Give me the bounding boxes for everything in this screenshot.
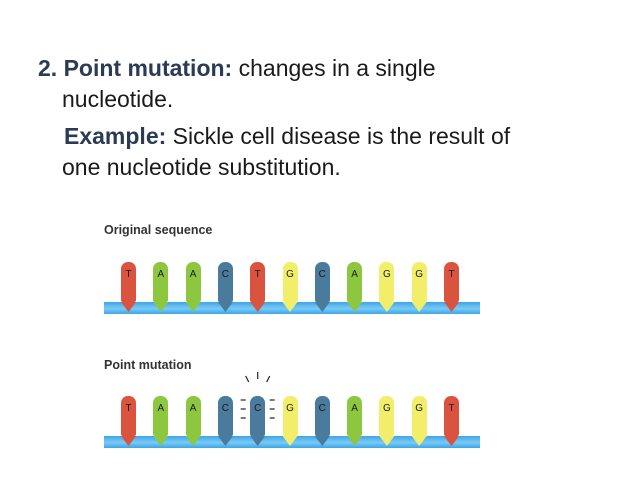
nucleotide-t: T bbox=[250, 262, 266, 312]
heading-rest: changes in a single bbox=[232, 55, 436, 81]
nucleotide-letter: T bbox=[125, 269, 132, 280]
nucleotide-tail bbox=[411, 436, 427, 446]
nucleotide-a: A bbox=[153, 396, 169, 446]
nucleotide-tail bbox=[314, 436, 330, 446]
nucleotide-g: G bbox=[411, 396, 427, 446]
nucleotide-tail bbox=[379, 436, 395, 446]
nucleotide-letter: A bbox=[157, 269, 165, 280]
nucleotide-letter: C bbox=[221, 269, 229, 280]
nucleotide-letter: G bbox=[286, 403, 294, 414]
nucleotide-letter: C bbox=[318, 403, 326, 414]
nucleotide-g: G bbox=[282, 396, 298, 446]
nucleotide-c: C bbox=[217, 396, 233, 446]
nucleotide-tail bbox=[217, 302, 233, 312]
nucleotide-tail bbox=[121, 436, 136, 446]
nucleotide-letter: T bbox=[448, 269, 455, 280]
nucleotide-letter: G bbox=[415, 403, 424, 414]
nucleotide-tail bbox=[347, 302, 363, 312]
nucleotide-c: C bbox=[314, 262, 330, 312]
nucleotide-c: C bbox=[217, 262, 233, 312]
nucleotide-letter: C bbox=[318, 269, 326, 280]
nucleotide-t: T bbox=[121, 396, 136, 446]
mutation-burst-icon bbox=[240, 372, 275, 419]
nucleotide-letter: A bbox=[157, 403, 165, 414]
nucleotide-letter: G bbox=[415, 269, 424, 280]
nucleotide-tail bbox=[185, 302, 201, 312]
nucleotide-letter: A bbox=[189, 269, 197, 280]
nucleotide-tail bbox=[282, 302, 298, 312]
nucleotide-tail bbox=[282, 436, 298, 446]
nucleotide-tail bbox=[217, 436, 233, 446]
nucleotide-a: A bbox=[153, 262, 169, 312]
nucleotide-tail bbox=[250, 302, 266, 312]
nucleotide-letter: C bbox=[221, 403, 229, 414]
text-line-1: 2. Point mutation: changes in a single bbox=[38, 53, 618, 84]
nucleotide-tail bbox=[153, 436, 169, 446]
heading-bold: 2. Point mutation: bbox=[38, 55, 233, 81]
nucleotide-letter: T bbox=[125, 403, 132, 414]
nucleotide-letter: T bbox=[448, 403, 455, 414]
nucleotide-tail bbox=[121, 302, 136, 312]
example-bold: Example: bbox=[64, 123, 167, 149]
nucleotide-letter: C bbox=[254, 403, 262, 414]
nucleotide-tail bbox=[314, 302, 330, 312]
nucleotide-tail bbox=[411, 302, 427, 312]
nucleotide-tail bbox=[185, 436, 201, 446]
text-line-4: one nucleotide substitution. bbox=[62, 154, 341, 180]
nucleotide-letter: T bbox=[254, 269, 261, 280]
original-sequence-label: Original sequence bbox=[104, 223, 213, 237]
nucleotide-g: G bbox=[379, 262, 395, 312]
nucleotide-letter: A bbox=[351, 403, 358, 414]
example-rest: Sickle cell disease is the result of bbox=[166, 123, 511, 149]
nucleotide-tail bbox=[347, 436, 363, 446]
nucleotide-c: C bbox=[314, 396, 330, 446]
nucleotide-a: A bbox=[347, 262, 363, 312]
nucleotide-letter: G bbox=[286, 269, 294, 280]
nucleotide-tail bbox=[444, 436, 459, 446]
nucleotide-letter: G bbox=[383, 269, 391, 280]
nucleotide-letter: A bbox=[351, 269, 358, 280]
nucleotide-t: T bbox=[121, 262, 136, 312]
nucleotide-tail bbox=[153, 302, 169, 312]
nucleotide-t: T bbox=[444, 396, 459, 446]
nucleotide-tail bbox=[250, 436, 266, 446]
nucleotide-c: C bbox=[250, 396, 266, 446]
nucleotide-t: T bbox=[444, 262, 459, 312]
slide-text: 2. Point mutation: changes in a single n… bbox=[38, 53, 618, 183]
nucleotide-a: A bbox=[347, 396, 363, 446]
nucleotide-tail bbox=[444, 302, 459, 312]
point-mutation-label: Point mutation bbox=[104, 358, 192, 372]
text-line-2: nucleotide. bbox=[62, 86, 174, 112]
nucleotide-g: G bbox=[282, 262, 298, 312]
nucleotide-letter: A bbox=[189, 403, 197, 414]
text-line-3: Example: Sickle cell disease is the resu… bbox=[38, 121, 618, 152]
nucleotide-g: G bbox=[411, 262, 427, 312]
nucleotide-a: A bbox=[185, 262, 201, 312]
nucleotide-a: A bbox=[185, 396, 201, 446]
nucleotide-g: G bbox=[379, 396, 395, 446]
nucleotide-tail bbox=[379, 302, 395, 312]
nucleotide-letter: G bbox=[383, 403, 391, 414]
